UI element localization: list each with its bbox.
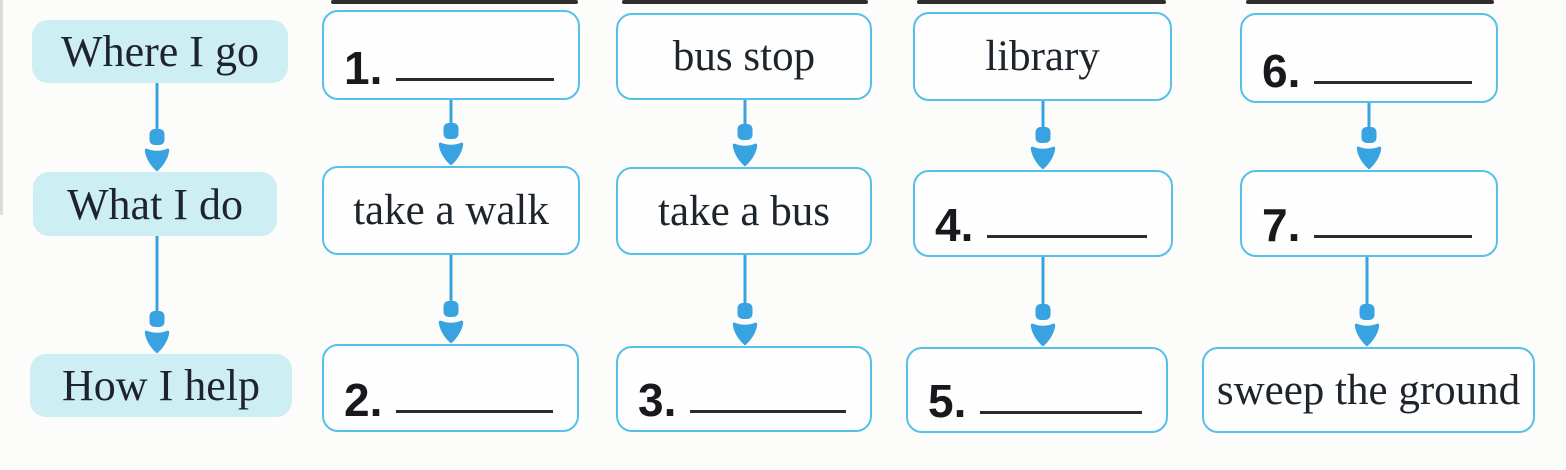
arrow-down-icon bbox=[1350, 257, 1384, 347]
flow-box-blank-3: 3. bbox=[616, 346, 872, 432]
scan-artifact-edge bbox=[0, 0, 3, 215]
flow-box-sweep-the-ground: sweep the ground bbox=[1202, 347, 1535, 433]
row-header-what-i-do: What I do bbox=[33, 172, 277, 236]
arrow-down-icon bbox=[1352, 103, 1386, 170]
box-text: take a walk bbox=[353, 187, 549, 234]
arrow-head bbox=[144, 148, 170, 172]
box-text: library bbox=[985, 33, 1100, 80]
scan-artifact-bar bbox=[331, 0, 578, 4]
arrow-bead bbox=[443, 123, 459, 139]
blank-number: 4. bbox=[935, 198, 974, 251]
arrow-line bbox=[449, 255, 453, 310]
arrow-line bbox=[449, 100, 453, 132]
arrow-down-icon bbox=[728, 100, 762, 167]
blank-line bbox=[396, 410, 553, 413]
blank-line bbox=[987, 235, 1147, 238]
blank-number: 2. bbox=[344, 373, 383, 426]
arrow-head bbox=[1030, 323, 1056, 347]
blank-line bbox=[396, 78, 554, 81]
flow-box-blank-5: 5. bbox=[906, 347, 1168, 433]
arrow-bead bbox=[737, 124, 753, 140]
flow-box-blank-7: 7. bbox=[1240, 170, 1498, 257]
arrow-line bbox=[1041, 101, 1045, 136]
flow-box-take-a-bus: take a bus bbox=[616, 167, 872, 255]
arrow-line bbox=[155, 236, 159, 320]
arrow-down-icon bbox=[434, 255, 468, 344]
blank-number: 1. bbox=[344, 41, 383, 94]
arrow-head bbox=[732, 322, 758, 346]
scan-artifact-bar bbox=[917, 0, 1166, 4]
arrow-head bbox=[1356, 146, 1382, 170]
arrow-line bbox=[743, 255, 747, 312]
row-header-how-i-help: How I help bbox=[30, 354, 292, 417]
flow-box-bus-stop: bus stop bbox=[616, 13, 872, 100]
arrow-down-icon bbox=[140, 83, 174, 172]
blank-line bbox=[1314, 235, 1472, 238]
arrow-line bbox=[1367, 103, 1371, 136]
flow-box-blank-1: 1. bbox=[322, 10, 580, 100]
arrow-bead bbox=[1361, 127, 1377, 143]
box-text: sweep the ground bbox=[1216, 366, 1521, 414]
arrow-head bbox=[1030, 146, 1056, 170]
blank-line bbox=[980, 411, 1142, 414]
arrow-head bbox=[438, 142, 464, 166]
blank-number: 5. bbox=[928, 374, 967, 427]
flow-box-blank-4: 4. bbox=[913, 170, 1173, 257]
flow-box-blank-2: 2. bbox=[322, 344, 579, 432]
arrow-down-icon bbox=[1026, 101, 1060, 170]
arrow-line bbox=[155, 83, 159, 138]
arrow-down-icon bbox=[1026, 257, 1060, 347]
blank-number: 7. bbox=[1262, 198, 1301, 251]
arrow-down-icon bbox=[140, 236, 174, 354]
blank-number: 3. bbox=[638, 373, 677, 426]
arrow-bead bbox=[1359, 304, 1375, 320]
arrow-down-icon bbox=[434, 100, 468, 166]
blank-number: 6. bbox=[1262, 44, 1301, 97]
blank-line bbox=[690, 410, 846, 413]
arrow-head bbox=[732, 143, 758, 167]
scan-artifact-bar bbox=[1246, 0, 1494, 4]
scan-artifact-bar bbox=[622, 0, 868, 4]
box-text: bus stop bbox=[672, 33, 816, 80]
arrow-bead bbox=[149, 129, 165, 145]
arrow-line bbox=[1041, 257, 1045, 313]
row-header-where-i-go: Where I go bbox=[32, 20, 288, 83]
arrow-head bbox=[1354, 323, 1380, 347]
blank-line bbox=[1314, 81, 1472, 84]
box-text: take a bus bbox=[658, 187, 830, 235]
arrow-down-icon bbox=[728, 255, 762, 346]
arrow-head bbox=[438, 320, 464, 344]
arrow-head bbox=[144, 330, 170, 354]
arrow-bead bbox=[149, 311, 165, 327]
flow-box-take-a-walk: take a walk bbox=[322, 166, 580, 255]
arrow-bead bbox=[1035, 304, 1051, 320]
arrow-bead bbox=[443, 301, 459, 317]
flow-box-library: library bbox=[913, 12, 1172, 101]
arrow-bead bbox=[1035, 127, 1051, 143]
arrow-line bbox=[1365, 257, 1369, 313]
flow-box-blank-6: 6. bbox=[1240, 13, 1498, 103]
arrow-line bbox=[743, 100, 747, 133]
arrow-bead bbox=[737, 303, 753, 319]
